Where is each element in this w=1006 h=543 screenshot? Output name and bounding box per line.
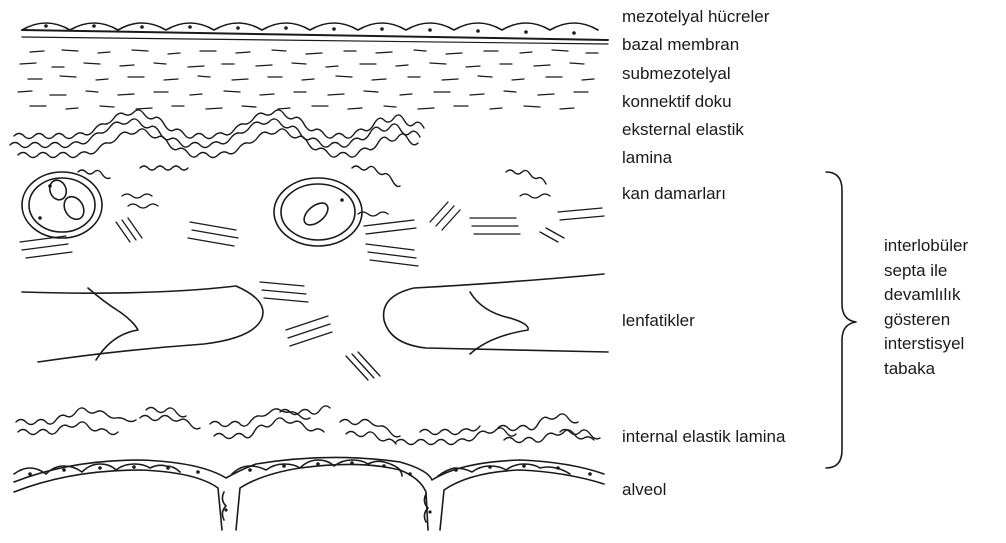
label-basal-membrane: bazal membran (622, 35, 739, 55)
alveolar-wall (14, 457, 604, 530)
blood-vessel-left (22, 172, 102, 238)
label-internal-elastic-lamina: internal elastik lamina (622, 427, 785, 447)
label-blood-vessels: kan damarları (622, 184, 726, 204)
label-connective-tissue: konnektif doku (622, 92, 732, 112)
interstitial-layer-label: interlobüler septa ile devamlılık göster… (884, 234, 968, 381)
mesothelial-layer (22, 23, 608, 44)
interstitial-line-1: interlobüler (884, 234, 968, 259)
lymphatic-left (22, 286, 263, 362)
label-lamina: lamina (622, 148, 672, 168)
label-mesothelial-cells: mezotelyal hücreler (622, 7, 769, 27)
interstitial-line-6: tabaka (884, 357, 968, 382)
blood-vessel-right (274, 178, 362, 246)
label-lymphatics: lenfatikler (622, 311, 695, 331)
label-external-elastic: eksternal elastik (622, 120, 744, 140)
connective-tissue-dashes (18, 50, 598, 109)
interstitial-line-5: interstisyel (884, 332, 968, 357)
lymphatic-right (384, 274, 608, 354)
interstitial-brace (826, 172, 856, 468)
label-submesothelial: submezotelyal (622, 64, 731, 84)
internal-elastic-lamina (16, 406, 600, 445)
interstitial-line-2: septa ile (884, 259, 968, 284)
collagen-bundles (20, 194, 604, 380)
interstitial-line-4: gösteren (884, 308, 968, 333)
label-alveolus: alveol (622, 480, 666, 500)
external-elastic-lamina (10, 110, 546, 186)
interstitial-line-3: devamlılık (884, 283, 968, 308)
